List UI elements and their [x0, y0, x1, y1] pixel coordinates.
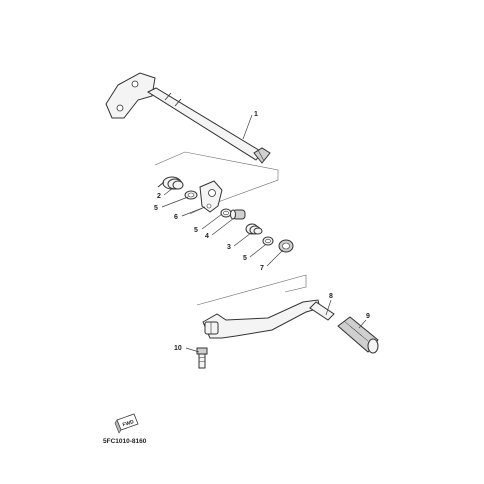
callout-9: 9	[366, 313, 370, 320]
leader-10	[185, 347, 200, 353]
bolt-part	[196, 347, 208, 369]
callout-1: 1	[254, 111, 258, 118]
leader-7	[266, 249, 284, 267]
shift-pedal-part	[202, 299, 335, 339]
leader-1	[242, 114, 253, 140]
callout-2: 2	[157, 193, 161, 200]
fwd-label: FWD	[122, 419, 135, 428]
callout-4: 4	[205, 233, 209, 240]
shift-lever-part	[199, 180, 223, 213]
spring-part-b	[245, 223, 263, 235]
collar-part	[230, 209, 246, 220]
leader-5b	[201, 213, 223, 230]
circlip-part-c	[262, 236, 274, 246]
fwd-marker: FWD	[114, 413, 139, 434]
callout-3: 3	[227, 244, 231, 251]
assembly-frame-lower	[196, 274, 307, 306]
figure-code: 5FC1010-8160	[103, 438, 147, 445]
callout-10: 10	[174, 345, 182, 352]
callout-5-b: 5	[194, 227, 198, 234]
leader-8	[325, 299, 332, 316]
leader-2	[163, 187, 174, 196]
circlip-part-b	[220, 208, 232, 218]
callout-5-a: 5	[154, 205, 158, 212]
oil-seal-part	[278, 239, 294, 253]
leader-4	[211, 217, 235, 236]
leader-5c	[249, 244, 266, 258]
pedal-rubber-part	[337, 316, 379, 354]
leader-9	[358, 319, 367, 329]
leader-3	[233, 232, 252, 247]
callout-8: 8	[329, 293, 333, 300]
torsion-spring-part	[157, 176, 184, 190]
callout-7: 7	[260, 265, 264, 272]
shift-shaft-part	[105, 72, 271, 164]
callout-5-c: 5	[243, 255, 247, 262]
callout-6: 6	[174, 214, 178, 221]
leader-6	[181, 206, 206, 217]
leader-5a	[161, 196, 189, 208]
